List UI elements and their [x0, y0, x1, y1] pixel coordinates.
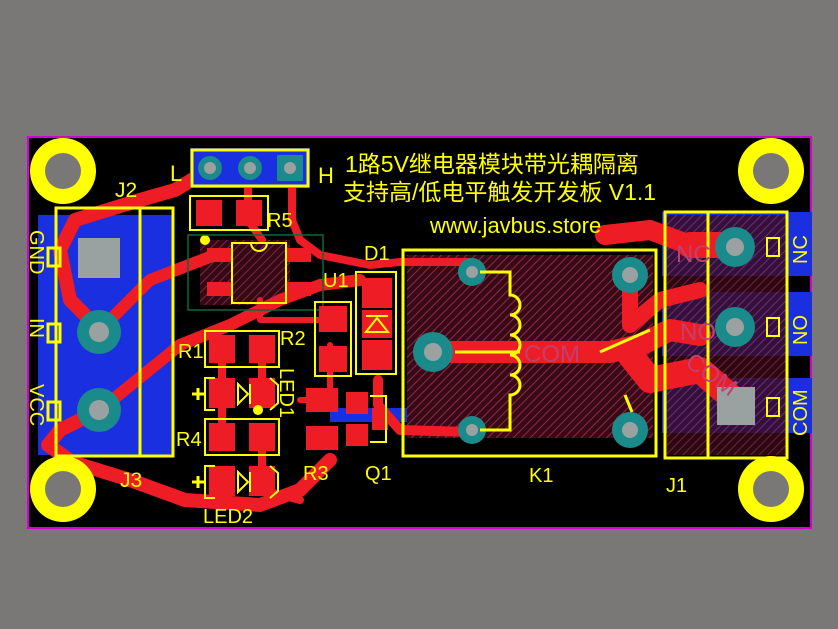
ref-led1: LED1 — [275, 368, 297, 418]
silkscreen-labels: 1路5V继电器模块带光耦隔离 支持高/低电平触发开发板 V1.1 www.jav… — [25, 151, 812, 528]
board-title-line2: 支持高/低电平触发开发板 V1.1 — [343, 179, 656, 205]
pin-vcc-label: VCC — [25, 384, 47, 426]
ref-r2: R2 — [280, 328, 306, 350]
ref-q1: Q1 — [365, 463, 392, 485]
jumper-high-label: H — [318, 163, 334, 188]
mounting-holes — [30, 138, 804, 522]
input-terminal-silkscreen — [46, 206, 175, 458]
relay-com-label: COM — [524, 341, 580, 368]
resistor-led-pads — [192, 330, 280, 499]
ref-j2: J2 — [115, 179, 137, 202]
ref-j3: J3 — [120, 469, 142, 492]
relay-no-label: NO — [680, 319, 716, 346]
pin-gnd-label: GND — [25, 230, 47, 274]
ref-led2: LED2 — [203, 506, 253, 528]
relay-nc-label: NC — [676, 241, 711, 268]
u1-optocoupler — [187, 234, 324, 311]
ref-k1: K1 — [529, 465, 553, 487]
pin-in-label: IN — [25, 318, 47, 338]
pin-nc-label: NC — [790, 235, 812, 264]
ref-r4: R4 — [176, 429, 202, 451]
board-title-line1: 1路5V继电器模块带光耦隔离 — [345, 151, 639, 177]
r5-pads — [189, 195, 269, 245]
ref-u1: U1 — [323, 270, 349, 292]
ref-d1: D1 — [364, 243, 390, 265]
board-url: www.javbus.store — [429, 213, 601, 238]
pin-no-label: NO — [790, 315, 812, 345]
d1-diode — [355, 271, 397, 375]
input-terminal-pads — [77, 238, 121, 432]
jumper-header — [190, 148, 310, 188]
pin-com-label: COM — [790, 389, 812, 436]
relay-k1 — [401, 248, 658, 458]
ref-j1: J1 — [666, 475, 687, 497]
jumper-low-label: L — [170, 161, 182, 186]
ref-r1: R1 — [178, 341, 204, 363]
ref-r3: R3 — [303, 463, 329, 485]
ref-r5: R5 — [267, 210, 293, 232]
r2-r3-q1-pads — [306, 301, 388, 450]
output-terminal-j1 — [663, 210, 789, 460]
